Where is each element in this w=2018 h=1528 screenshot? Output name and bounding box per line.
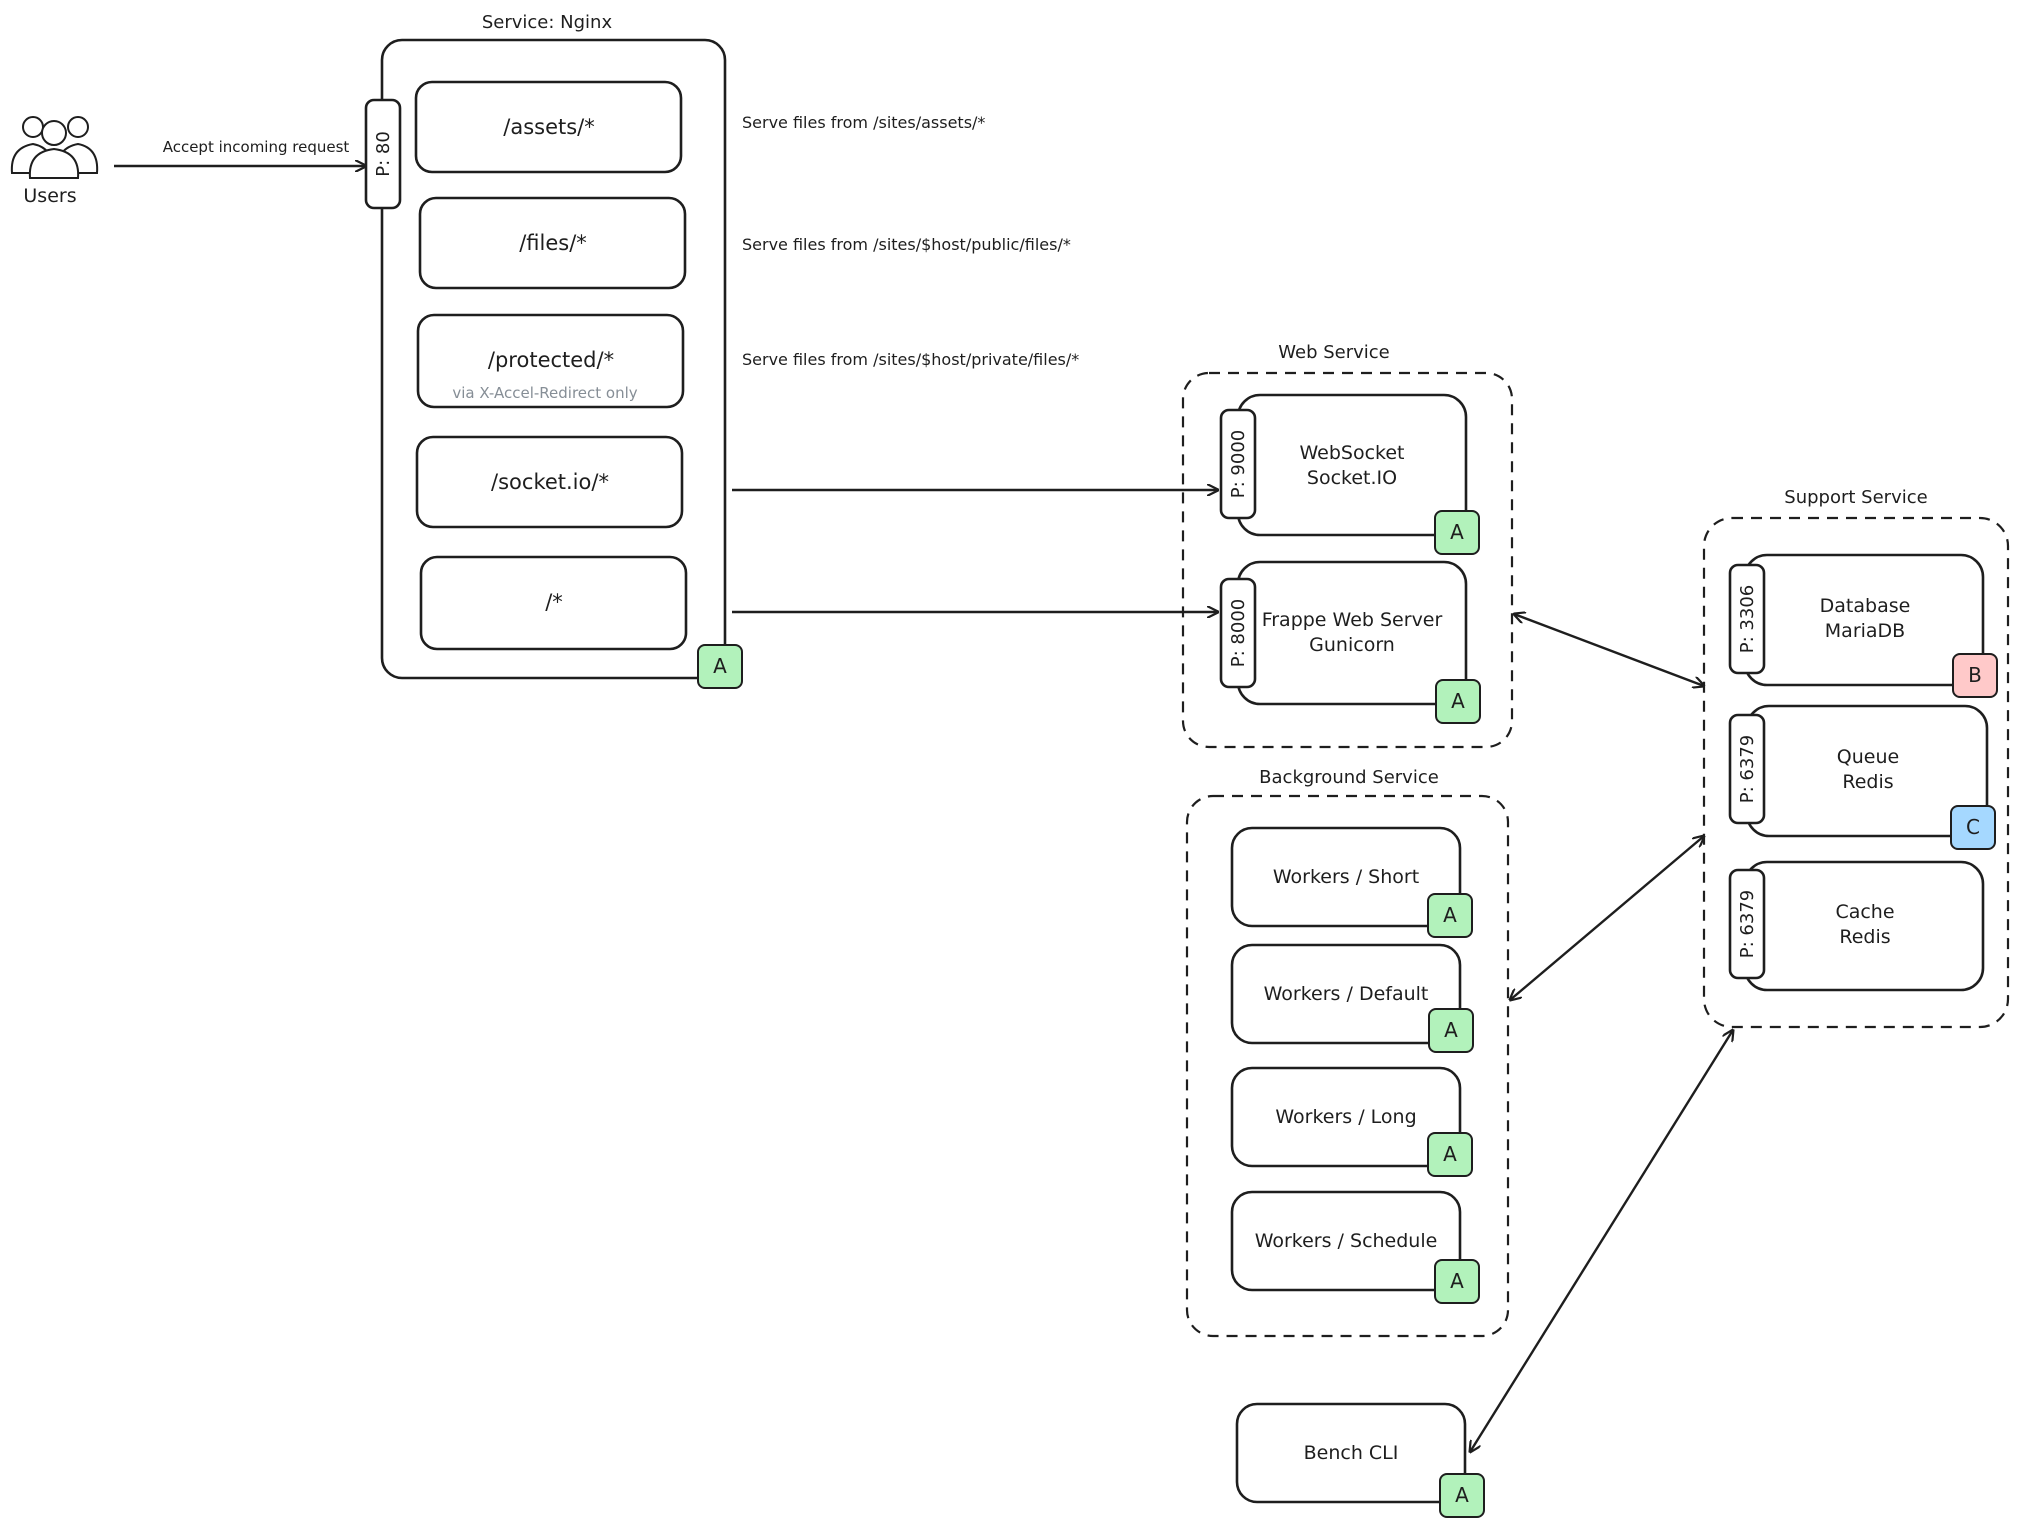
- svg-text:Redis: Redis: [1842, 771, 1893, 793]
- workers-schedule-badge-a: A: [1434, 1259, 1480, 1304]
- web-service-title: Web Service: [1278, 342, 1390, 363]
- arrow-web-support: [1514, 614, 1704, 686]
- support-service-title: Support Service: [1784, 487, 1927, 508]
- arrow-bench-support: [1470, 1030, 1733, 1452]
- cache-redis-box: Cache Redis: [1743, 860, 1985, 992]
- svg-text:A: A: [1443, 1142, 1457, 1166]
- svg-text:C: C: [1966, 815, 1980, 839]
- svg-text:WebSocket: WebSocket: [1299, 442, 1404, 464]
- svg-text:B: B: [1968, 663, 1982, 687]
- svg-text:P: 6379: P: 6379: [1737, 890, 1758, 958]
- nginx-badge-a: A: [697, 644, 743, 689]
- svg-text:P: 3306: P: 3306: [1737, 585, 1758, 653]
- arrow-label-incoming: Accept incoming request: [163, 138, 350, 156]
- nginx-route-files: /files/*: [418, 196, 687, 290]
- queue-port-tab: P: 6379: [1728, 713, 1766, 825]
- svg-text:Workers / Schedule: Workers / Schedule: [1255, 1230, 1438, 1252]
- svg-text:Socket.IO: Socket.IO: [1307, 467, 1397, 489]
- svg-text:P: 9000: P: 9000: [1228, 430, 1249, 498]
- svg-text:Workers / Long: Workers / Long: [1275, 1106, 1416, 1128]
- svg-text:/socket.io/*: /socket.io/*: [491, 470, 609, 494]
- svg-text:A: A: [1444, 1018, 1458, 1042]
- svg-text:A: A: [1451, 689, 1465, 713]
- gunicorn-server-box: Frappe Web Server Gunicorn: [1236, 560, 1468, 706]
- nginx-title: Service: Nginx: [482, 12, 613, 33]
- cache-port-tab: P: 6379: [1728, 868, 1766, 980]
- websocket-port-tab: P: 9000: [1219, 408, 1257, 520]
- protected-note: via X-Accel-Redirect only: [452, 384, 637, 402]
- bench-cli-box: Bench CLI: [1235, 1402, 1467, 1504]
- gunicorn-badge-a: A: [1435, 679, 1481, 724]
- support-service-group: [1702, 516, 2010, 1029]
- route-desc-assets: Serve files from /sites/assets/*: [742, 113, 985, 132]
- users-label: Users: [23, 185, 76, 207]
- svg-text:P: 8000: P: 8000: [1228, 599, 1249, 667]
- svg-text:Workers / Default: Workers / Default: [1264, 983, 1429, 1005]
- workers-short-box: Workers / Short: [1230, 826, 1462, 928]
- workers-default-badge-a: A: [1428, 1008, 1474, 1053]
- svg-text:Workers / Short: Workers / Short: [1273, 866, 1419, 888]
- workers-default-box: Workers / Default: [1230, 943, 1462, 1045]
- database-port-tab: P: 3306: [1728, 563, 1766, 675]
- svg-text:A: A: [1450, 520, 1464, 544]
- nginx-port-tab: P: 80: [364, 98, 402, 210]
- svg-text:P: 80: P: 80: [373, 131, 394, 177]
- websocket-badge-a: A: [1434, 510, 1480, 555]
- svg-text:/*: /*: [545, 590, 563, 614]
- svg-text:/assets/*: /assets/*: [503, 115, 595, 139]
- nginx-route-socketio: /socket.io/*: [415, 435, 684, 529]
- workers-long-box: Workers / Long: [1230, 1066, 1462, 1168]
- workers-short-badge-a: A: [1427, 893, 1473, 938]
- web-service-group: [1181, 371, 1514, 749]
- svg-text:Database: Database: [1820, 595, 1911, 617]
- svg-text:Bench CLI: Bench CLI: [1304, 1442, 1399, 1464]
- svg-text:A: A: [1450, 1269, 1464, 1293]
- users-icon: [10, 116, 99, 179]
- gunicorn-port-tab: P: 8000: [1219, 577, 1257, 689]
- svg-text:Frappe Web Server: Frappe Web Server: [1262, 609, 1443, 631]
- database-badge-b: B: [1952, 653, 1998, 698]
- svg-text:/files/*: /files/*: [519, 231, 587, 255]
- background-service-title: Background Service: [1259, 767, 1439, 788]
- svg-text:A: A: [1443, 903, 1457, 927]
- svg-text:Cache: Cache: [1835, 901, 1894, 923]
- svg-text:Gunicorn: Gunicorn: [1309, 634, 1395, 656]
- svg-text:Queue: Queue: [1837, 746, 1899, 768]
- svg-text:A: A: [1455, 1483, 1469, 1507]
- svg-text:MariaDB: MariaDB: [1825, 620, 1905, 642]
- nginx-route-assets: /assets/*: [414, 80, 683, 174]
- svg-text:Redis: Redis: [1839, 926, 1890, 948]
- nginx-route-protected: /protected/* via X-Accel-Redirect only: [416, 313, 685, 409]
- nginx-route-root: /*: [419, 555, 688, 651]
- workers-long-badge-a: A: [1427, 1132, 1473, 1177]
- workers-schedule-box: Workers / Schedule: [1230, 1190, 1462, 1292]
- database-box: Database MariaDB: [1743, 553, 1985, 687]
- route-desc-files: Serve files from /sites/$host/public/fil…: [742, 235, 1071, 254]
- queue-badge-c: C: [1950, 805, 1996, 850]
- svg-text:P: 6379: P: 6379: [1737, 735, 1758, 803]
- arrow-background-support: [1510, 836, 1704, 1000]
- svg-text:/protected/*: /protected/*: [488, 348, 614, 372]
- route-desc-protected: Serve files from /sites/$host/private/fi…: [742, 350, 1079, 369]
- websocket-server-box: WebSocket Socket.IO: [1236, 393, 1468, 537]
- svg-text:A: A: [713, 654, 727, 678]
- bench-cli-badge-a: A: [1439, 1473, 1485, 1518]
